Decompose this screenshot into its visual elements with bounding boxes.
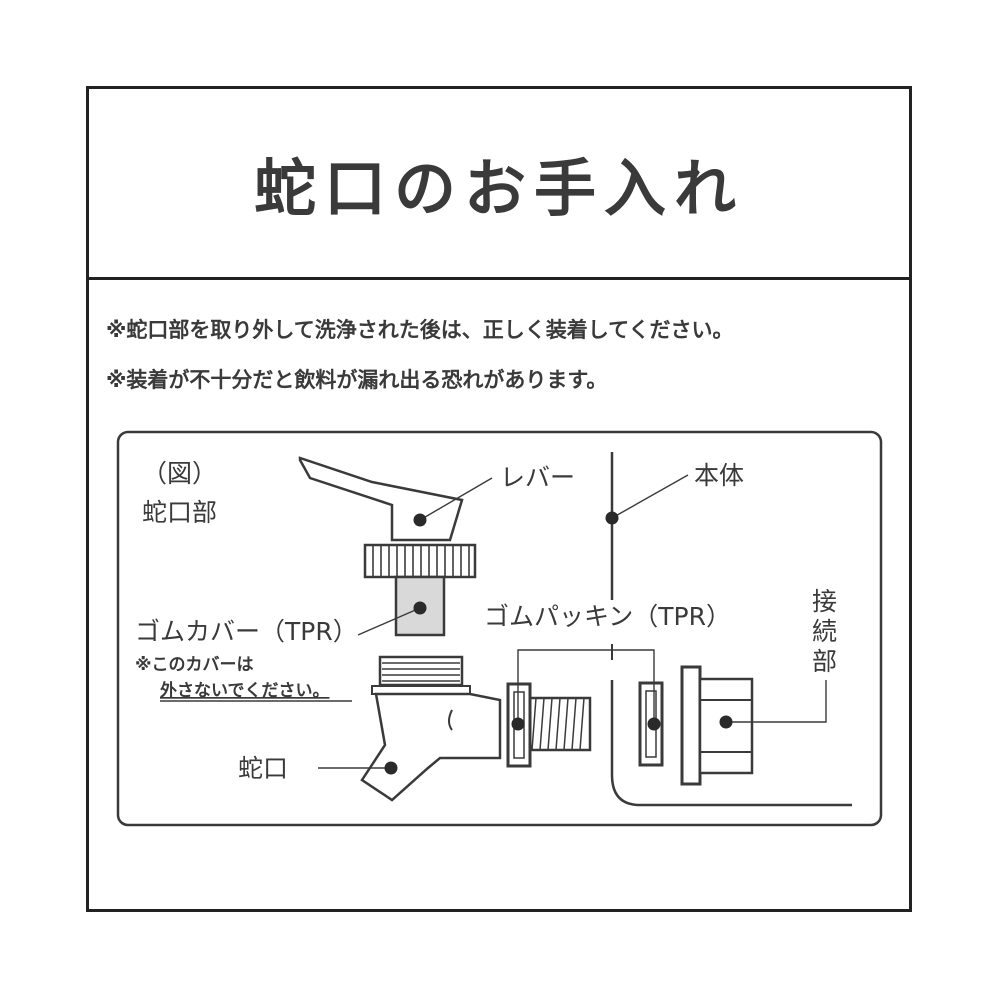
instruction-frame: 蛇口のお手入れ [86,86,912,912]
cover-dot [413,601,427,615]
note-leak-warning: ※装着が不十分だと飲料が漏れ出る恐れがあります。 [106,368,608,392]
diagram-panel [116,430,883,827]
faucet-thread-side [526,696,592,752]
tank-wall-lower [610,680,852,807]
connector-label-1: 接 [812,587,837,616]
rubber-cover-label: ゴムカバー（TPR） [135,617,358,646]
lever-label: レバー [500,463,575,492]
faucet-dot [384,761,398,775]
note-reinstall: ※蛇口部を取り外して洗浄された後は、正しく装着してください。 [106,318,734,342]
lever-dot [413,513,427,527]
cover-note-line1: ※このカバーは [135,655,254,675]
packing-dot-1 [511,717,525,731]
caption-label: （図） [142,459,217,488]
page-title: 蛇口のお手入れ [253,152,744,225]
cover-note-line2: 外さないでください。 [160,680,330,701]
connector-label-2: 続 [812,617,837,646]
caption-part-label: 蛇口部 [142,498,217,527]
packing-dot-2 [647,717,661,731]
body-label: 本体 [694,461,744,490]
body-dot [605,511,619,525]
faucet-label: 蛇口 [238,754,288,783]
connector-shape [680,665,754,786]
faucet-thread-top [371,655,471,695]
rubber-packing-label: ゴムパッキン（TPR） [484,602,731,631]
title-band: 蛇口のお手入れ [89,89,909,280]
notes: ※蛇口部を取り外して洗浄された後は、正しく装着してください。 ※装着が不十分だと… [106,314,906,414]
connector-label-3: 部 [812,647,837,676]
faucet-body-shape [360,692,502,802]
connector-dot [719,715,733,729]
lever-shape [298,456,464,542]
knurled-nut [363,543,477,579]
